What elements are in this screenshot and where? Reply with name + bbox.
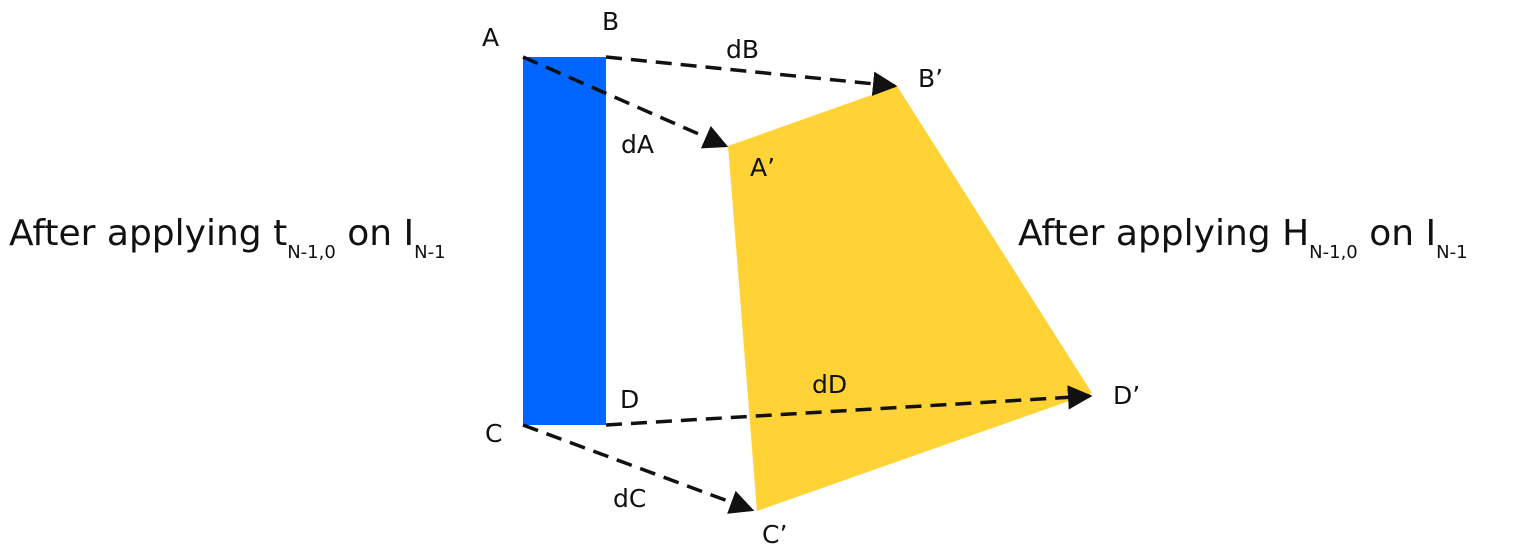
- caption-right-prefix: After applying H: [1018, 213, 1309, 254]
- caption-right: After applying HN-1,0 on IN-1: [1018, 213, 1468, 263]
- label-dB: dB: [726, 35, 759, 64]
- label-A: A: [482, 23, 499, 52]
- caption-right-sub1: N-1,0: [1309, 242, 1358, 263]
- caption-left-sub1: N-1,0: [287, 242, 336, 263]
- label-A-prime: A’: [750, 153, 775, 182]
- caption-right-middle: on I: [1358, 213, 1436, 254]
- source-rectangle: [523, 57, 606, 425]
- arrow-dC: [522, 423, 755, 514]
- label-D-prime: D’: [1113, 381, 1140, 410]
- caption-right-sub2: N-1: [1436, 242, 1467, 263]
- caption-left: After applying tN-1,0 on IN-1: [9, 213, 446, 263]
- label-B: B: [602, 7, 619, 36]
- label-C-prime: C’: [762, 520, 787, 549]
- label-B-prime: B’: [918, 64, 943, 93]
- arrow-dD: [605, 385, 1093, 427]
- label-dD: dD: [812, 370, 847, 399]
- label-D: D: [620, 385, 639, 414]
- caption-left-middle: on I: [336, 213, 414, 254]
- label-dA: dA: [621, 130, 654, 159]
- warped-quadrilateral: [728, 86, 1092, 511]
- label-C: C: [485, 419, 502, 448]
- caption-left-sub2: N-1: [414, 242, 445, 263]
- arrow-dA: [522, 55, 729, 149]
- label-dC: dC: [613, 484, 646, 513]
- caption-left-prefix: After applying t: [9, 213, 287, 254]
